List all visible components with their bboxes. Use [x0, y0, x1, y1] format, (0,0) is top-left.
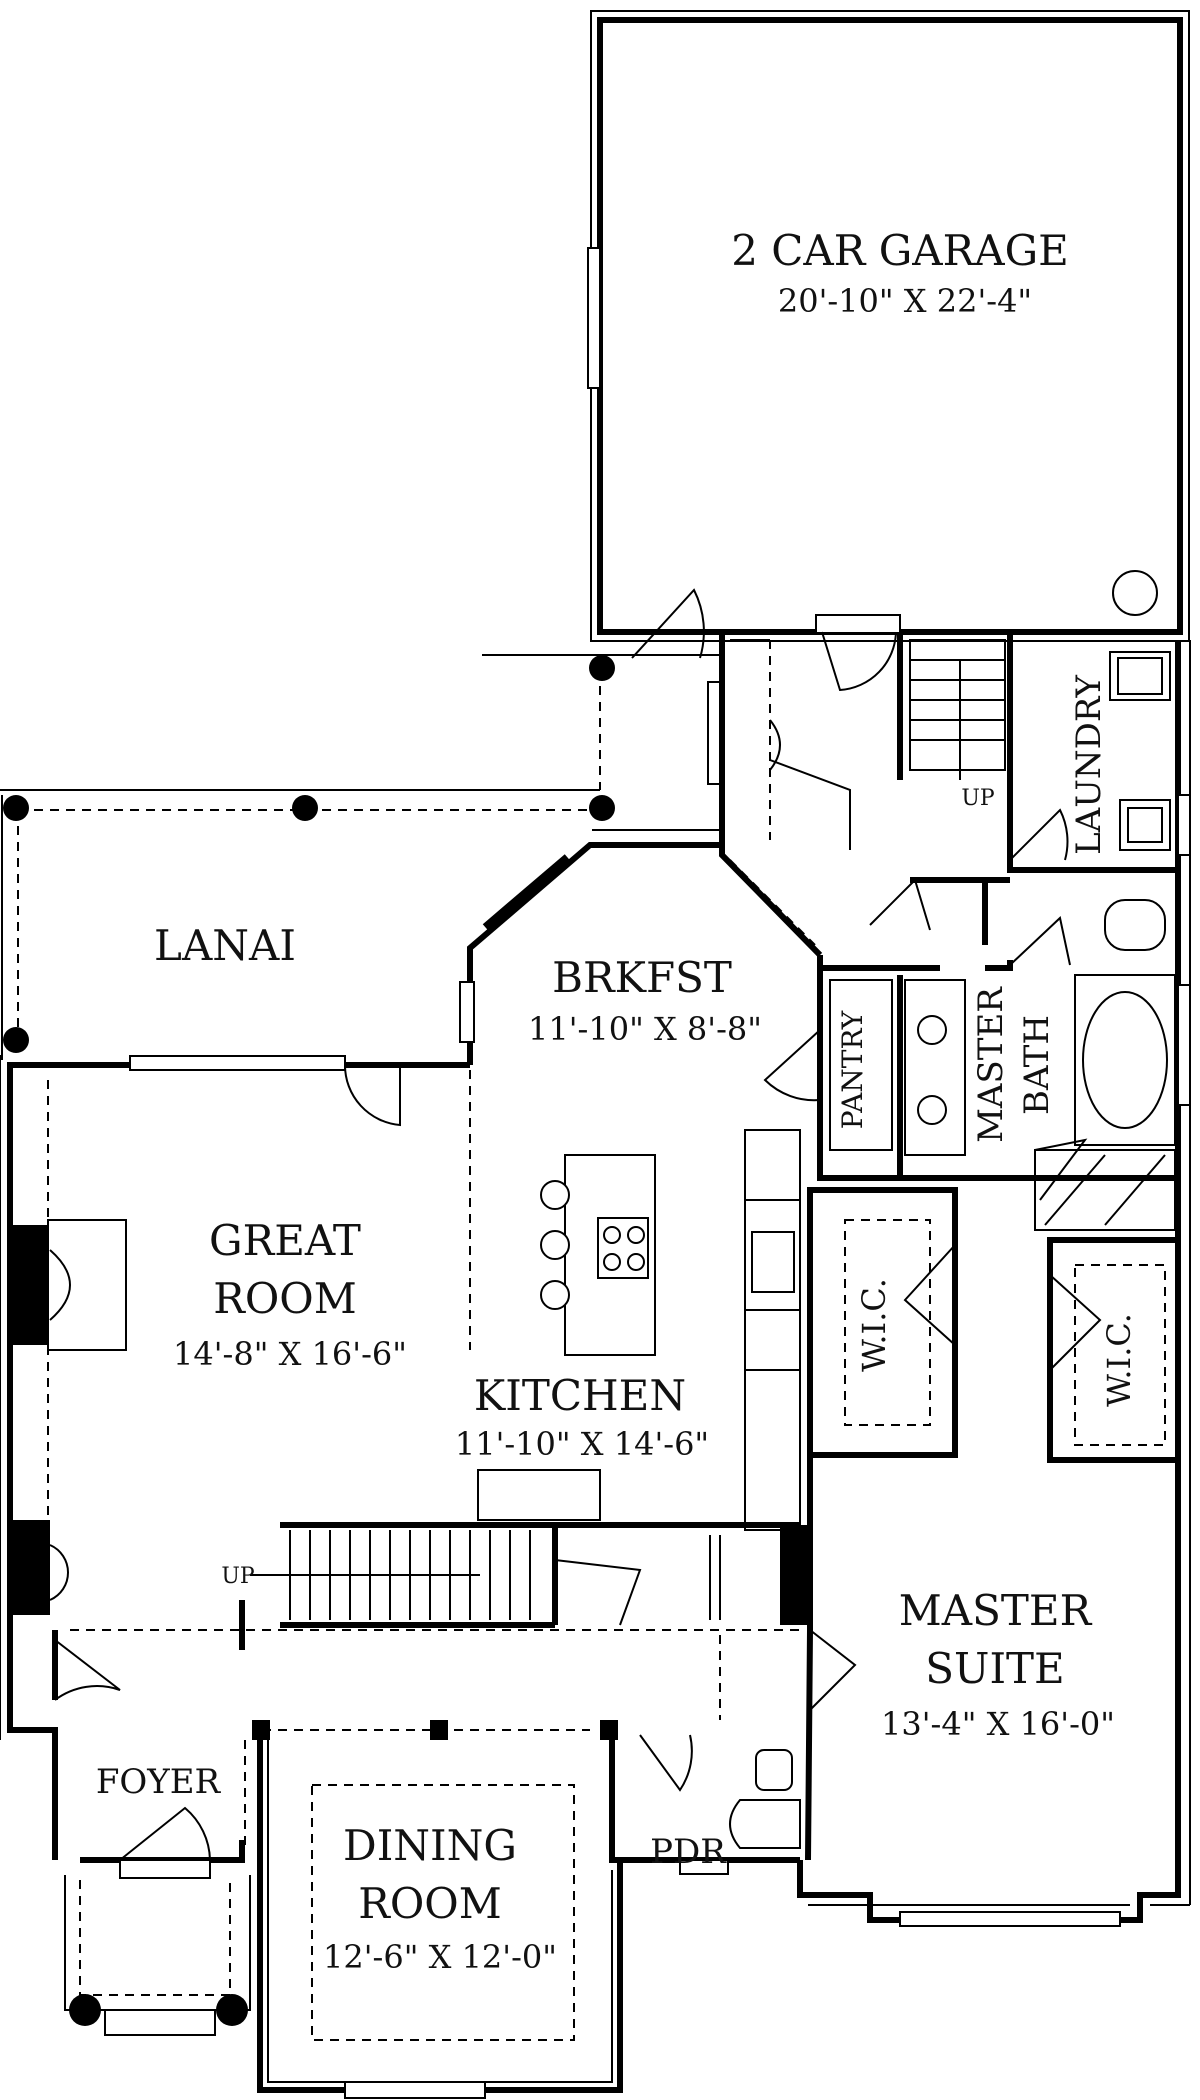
- sink-icon: [917, 1095, 947, 1125]
- garage: [587, 10, 1190, 692]
- main-stair: UP: [70, 1522, 810, 1631]
- pdr-label: PDR: [650, 1832, 727, 1872]
- room-labels: 2 CAR GARAGE 20'-10" X 22'-4" LANAI BRKF…: [96, 226, 1115, 1976]
- master-suite-dim: 13'-4" X 16'-0": [881, 1705, 1115, 1743]
- wic-left-label: W.I.C.: [855, 1278, 893, 1372]
- garage-label: 2 CAR GARAGE: [731, 226, 1069, 275]
- bathtub-icon: [1082, 991, 1168, 1129]
- toilet-icon: [755, 1749, 793, 1791]
- kitchen-dim: 11'-10" X 14'-6": [455, 1425, 709, 1463]
- sink-icon: [751, 1231, 795, 1293]
- bath-closets: PANTRY MASTER BATH W.I.C. W.I.C.: [719, 877, 1181, 1861]
- great-room-dim: 14'-8" X 16'-6": [173, 1335, 407, 1373]
- service-core: UP LAUNDRY: [719, 632, 1178, 958]
- garage-dim: 20'-10" X 22'-4": [778, 282, 1032, 320]
- dining-room-label-2: ROOM: [358, 1879, 502, 1928]
- brkfst-label: BRKFST: [552, 953, 732, 1002]
- kitchen: [469, 1070, 801, 1531]
- laundry-label: LAUNDRY: [1069, 675, 1109, 855]
- master-suite-label-1: MASTER: [899, 1586, 1093, 1635]
- great-room-label-1: GREAT: [209, 1216, 361, 1265]
- brkfst-dim: 11'-10" X 8'-8": [528, 1010, 762, 1048]
- lanai-label: LANAI: [154, 921, 296, 970]
- dining-room-label-1: DINING: [343, 1821, 517, 1870]
- toilet-icon: [1104, 899, 1166, 951]
- lanai: [0, 654, 723, 1060]
- house-walls: [0, 640, 1191, 2099]
- wic-right-label: W.I.C.: [1100, 1313, 1138, 1407]
- dining-room-dim: 12'-6" X 12'-0": [323, 1938, 557, 1976]
- main-stair-up-label: UP: [221, 1564, 255, 1589]
- pantry-label: PANTRY: [836, 1010, 869, 1129]
- sink-icon: [917, 1015, 947, 1045]
- rear-stair-up-label: UP: [961, 786, 995, 811]
- master-suite-label-2: SUITE: [925, 1644, 1064, 1693]
- master-bath-label-2: BATH: [1017, 1015, 1057, 1115]
- foyer-label: FOYER: [96, 1762, 222, 1802]
- great-room-label-2: ROOM: [213, 1274, 357, 1323]
- water-heater-icon: [1112, 570, 1158, 616]
- kitchen-label: KITCHEN: [474, 1371, 686, 1420]
- master-bath-label-1: MASTER: [971, 986, 1011, 1143]
